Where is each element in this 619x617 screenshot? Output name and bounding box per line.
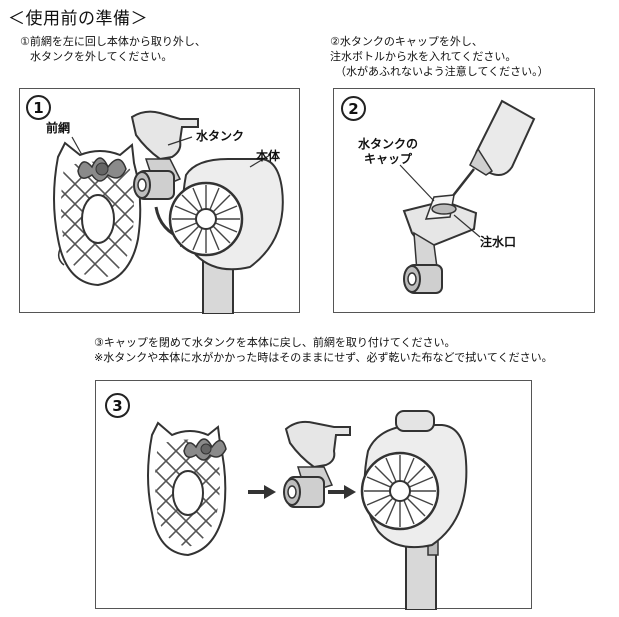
- step3-illustration: [147, 410, 468, 610]
- front-net-illustration: [53, 141, 142, 287]
- step2-instruction-line3: （水があふれないよう注意してください。）: [335, 65, 549, 78]
- leader-front-net: [71, 136, 83, 156]
- step3-panel: 3: [95, 380, 532, 610]
- step1-instruction-line1: ①前網を左に回し本体から取り外し、: [20, 35, 206, 48]
- step2-number-badge: 2: [341, 96, 366, 121]
- label-cap-line2: キャップ: [364, 152, 413, 166]
- step1-number-badge: 1: [26, 95, 51, 120]
- label-front-net: 前網: [46, 121, 71, 135]
- fan-assembled-illustration: [360, 410, 468, 610]
- step1-illustration: [53, 110, 284, 314]
- step3-number-badge: 3: [105, 393, 130, 418]
- step2-panel: 2 水タンクの キャップ 注水口: [333, 88, 595, 313]
- step1-panel: 1 前網 水タンク 本体: [19, 88, 300, 314]
- front-net-illustration-3: [147, 421, 227, 557]
- label-body: 本体: [256, 149, 281, 163]
- water-bottle-illustration: [443, 99, 536, 212]
- label-water-tank: 水タンク: [196, 129, 245, 143]
- step2-instruction-line1: ②水タンクのキャップを外し、: [330, 35, 483, 48]
- fan-body-illustration: [168, 158, 284, 314]
- step3-instruction-line2: ※水タンクや本体に水がかかった時はそのままにせず、必ず乾いた布などで拭いてくださ…: [94, 351, 553, 364]
- step3-instruction-line1: ③キャップを閉めて水タンクを本体に戻し、前網を取り付けてください。: [94, 336, 456, 349]
- step1-instruction-line2: 水タンクを外してください。: [30, 50, 173, 63]
- step2-instruction-line2: 注水ボトルから水を入れてください。: [330, 50, 517, 63]
- label-cap-line1: 水タンクの: [358, 137, 419, 151]
- label-inlet: 注水口: [480, 235, 517, 249]
- page-title: ＜使用前の準備＞: [8, 9, 148, 29]
- leader-body: [249, 154, 271, 168]
- leader-water-tank: [167, 136, 193, 146]
- leader-cap: [399, 164, 435, 202]
- arrow-right-2: [328, 485, 356, 499]
- water-tank-illustration-3: [283, 420, 351, 508]
- step2-illustration: [399, 99, 536, 294]
- tank-open-illustration: [402, 194, 478, 294]
- arrow-right-1: [248, 485, 276, 499]
- leader-inlet: [453, 214, 481, 238]
- water-tank-illustration: [130, 110, 199, 200]
